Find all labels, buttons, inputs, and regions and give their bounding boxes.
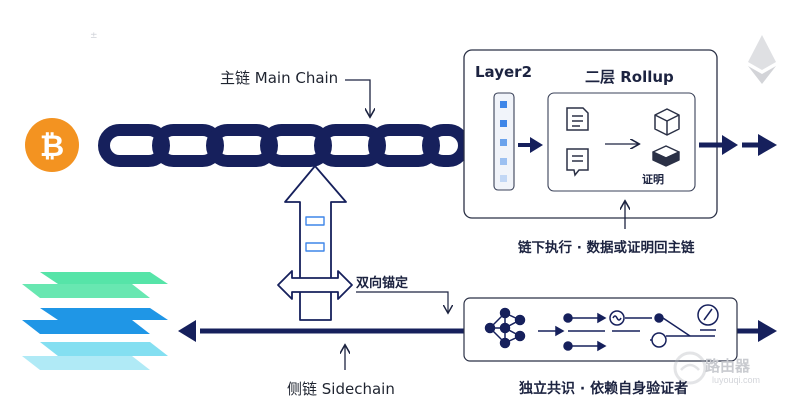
corner-mark: ± — [90, 31, 98, 41]
document-icon — [566, 148, 589, 177]
rollup-box — [547, 92, 696, 192]
offchain-exec-label: 链下执行 · 数据或证明回主链 — [518, 240, 695, 256]
two-way-peg-pointer — [356, 291, 448, 312]
strip-to-rollup-arrow — [518, 137, 543, 153]
main-chain-pointer — [345, 79, 370, 116]
two-way-peg-double-arrow — [277, 270, 353, 300]
watermark-text: 路由器 — [705, 358, 751, 375]
verifier-stamp-icon — [697, 304, 719, 331]
stacked-layers-icon — [22, 272, 168, 370]
two-way-peg-label: 双向锚定 — [356, 276, 409, 291]
layer2-label: Layer2 — [475, 63, 533, 81]
layer2-block-strip — [493, 92, 515, 191]
chain-link-icon — [422, 124, 470, 167]
rollup-exit-arrow — [699, 134, 777, 156]
watermark-logo-icon — [673, 351, 707, 385]
main-chain-label: 主链 Main Chain — [220, 69, 339, 87]
proof-cube-icon — [652, 145, 680, 167]
proof-label: 证明 — [642, 173, 664, 186]
document-icon — [566, 107, 589, 131]
ethereum-logo-icon — [748, 35, 776, 84]
rollup-label: 二层 Rollup — [585, 68, 674, 86]
watermark-subtext: luyouqi.com — [712, 375, 761, 385]
consensus-flow — [538, 310, 715, 352]
main-chain-links — [98, 124, 470, 167]
two-way-peg-arrow — [284, 165, 347, 321]
node-network-icon — [484, 307, 526, 349]
independent-consensus-label: 独立共识 · 依赖自身验证者 — [519, 381, 689, 397]
bitcoin-logo-icon: ₿ — [25, 118, 79, 172]
svg-text:₿: ₿ — [40, 129, 64, 164]
sidechain-consensus-box — [463, 297, 738, 362]
sidechain-label: 侧链 Sidechain — [287, 380, 395, 398]
cube-icon — [654, 108, 680, 136]
